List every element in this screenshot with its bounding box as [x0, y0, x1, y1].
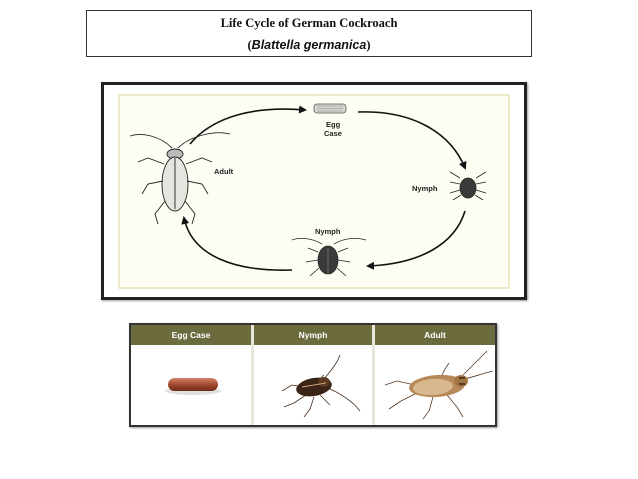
- header-egg-case: Egg Case: [171, 330, 211, 340]
- nymph-photo: [281, 354, 361, 418]
- scientific-name-line: (Blattella germanica): [87, 38, 531, 53]
- arrow-nymph-to-nymph: [366, 210, 466, 270]
- nymph-right-label: Nymph: [412, 184, 438, 193]
- egg-case-label-1: Egg: [326, 120, 341, 129]
- nymph-bottom-icon: [291, 237, 367, 277]
- adult-cockroach-icon: [129, 132, 231, 225]
- title-box: Life Cycle of German Cockroach (Blattell…: [86, 10, 532, 57]
- column-divider: [251, 325, 254, 425]
- close-paren: ): [366, 38, 371, 52]
- stage-table-header: Egg Case Nymph Adult: [131, 325, 495, 345]
- header-adult: Adult: [424, 330, 446, 340]
- life-cycle-panel: Egg Case Adult: [118, 94, 510, 289]
- open-paren: (: [247, 38, 252, 52]
- arrow-nymph-to-adult: [181, 216, 293, 271]
- adult-photo: [384, 350, 494, 420]
- nymph-right-icon: [449, 171, 487, 201]
- column-divider: [372, 325, 375, 425]
- egg-case-label-2: Case: [324, 129, 342, 138]
- header-nymph: Nymph: [298, 330, 328, 340]
- arrow-egg-to-nymph: [357, 111, 467, 170]
- egg-case-icon: [313, 103, 347, 114]
- arrow-adult-to-egg: [189, 105, 307, 145]
- nymph-bottom-label: Nymph: [315, 227, 341, 236]
- stage-photo-table: Egg Case Nymph Adult: [129, 323, 497, 427]
- page-title: Life Cycle of German Cockroach: [220, 16, 398, 30]
- egg-case-photo: [165, 378, 221, 395]
- life-cycle-diagram: Egg Case Adult: [101, 82, 527, 300]
- life-cycle-svg: Egg Case Adult: [129, 103, 487, 277]
- scientific-name: Blattella germanica: [251, 38, 367, 52]
- adult-label: Adult: [214, 167, 234, 176]
